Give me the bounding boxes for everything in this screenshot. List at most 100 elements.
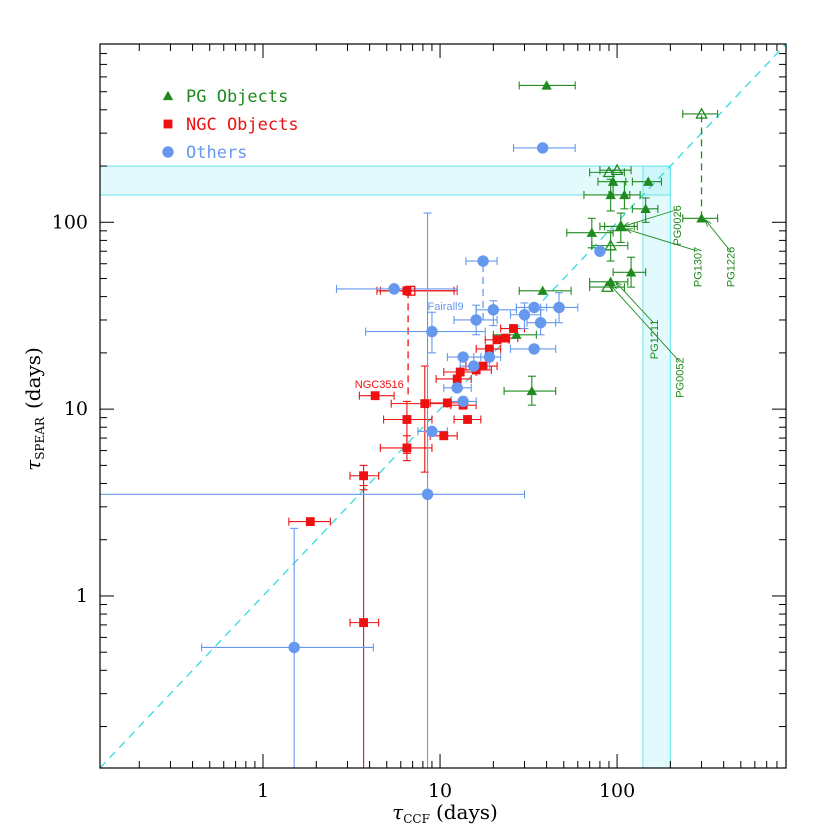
y-tick-label: 10 [64,398,88,420]
pg-triangle-marker [537,285,548,295]
ngc-open-square-marker [405,285,416,296]
ngc-square-marker [439,431,449,441]
y-axis-unit: (days) [21,347,45,409]
annotation-arrowhead [621,221,631,228]
others-circle-marker [483,351,496,363]
others-circle-marker [487,304,500,316]
others-circle-marker [528,343,540,355]
others-circle-marker [468,360,480,372]
others-circle-marker [388,283,400,295]
annotation-arrow-line [610,284,681,363]
y-axis-symbol: τ [21,459,45,471]
pg-triangle-marker [162,90,174,101]
ngc-square-marker [420,399,430,409]
x-axis-unit: (days) [436,800,498,824]
y-tick-label: 1 [76,585,88,607]
y-axis-subscript: SPEAR [33,416,47,460]
pg-open-triangle-marker [602,165,616,178]
legend-label-pg: PG Objects [186,87,288,107]
x-tick-label: 1 [257,780,269,802]
pg-open-triangle-marker [604,239,617,251]
pg-triangle-marker [586,227,598,237]
pg-triangle-marker [625,267,637,277]
annotation-arrow-line [615,281,655,324]
tick-labels: 1 10 100 1 10 100 [52,211,635,802]
shaded-band-horizontal [99,165,671,196]
ngc-square-marker [501,333,511,343]
ngc-square-marker [442,398,452,408]
ngc-square-marker [305,517,315,527]
pg-triangle-marker [511,329,522,339]
annotation-arrowhead [614,280,622,289]
pg-triangle-marker [619,189,630,200]
dashed-links [407,113,703,395]
shaded-bands [99,165,671,769]
ngc-square-marker [163,119,173,129]
annotation-fairall9: Fairall9 [428,301,464,313]
legend-label-others: Others [186,143,247,163]
ngc-square-marker [492,335,502,345]
ngc-square-marker [455,367,465,377]
data-points [288,80,708,654]
x-axis-subscript: CCF [403,812,430,826]
annotation-arrow-line [625,228,698,252]
pg-triangle-marker [696,213,707,223]
pg-open-triangle-marker [600,280,614,292]
annotation-arrowhead [704,218,712,227]
others-circle-marker [536,142,549,154]
others-circle-marker [162,146,174,158]
others-circle-marker [594,245,606,257]
legend-label-ngc: NGC Objects [186,115,299,135]
ngc-square-marker [402,415,412,424]
others-circle-marker [534,317,547,329]
others-circle-marker [426,425,438,438]
others-circle-marker [470,314,482,326]
x-tick-label: 100 [599,780,635,802]
pg-triangle-marker [607,176,619,186]
pg-triangle-marker [541,80,552,90]
annotation-pg0026: PG0026 [672,205,684,245]
ngc-square-marker [402,443,412,453]
ngc-square-marker [359,471,369,481]
others-circle-marker [518,309,531,321]
annotation-pg1211: PG1211 [649,320,661,360]
x-axis-symbol: τ [392,800,404,824]
annotation-arrow-line [622,209,678,227]
pg-triangle-marker [526,385,538,396]
pg-open-triangle-marker [695,107,708,119]
ngc-square-marker [359,618,369,628]
annotation-arrow-line [704,219,731,252]
annotation-ngc3516: NGC3516 [355,379,404,391]
others-circle-marker [457,351,469,363]
annotation-pg0052: PG0052 [675,357,687,397]
ngc-square-marker [484,344,494,354]
one-to-one-line [99,43,787,769]
ngc-square-marker [463,415,472,424]
others-circle-marker [528,301,540,314]
y-axis-label: τSPEAR (days) [21,347,47,471]
pg-triangle-marker [640,203,651,214]
others-circle-marker [457,395,469,408]
others-circle-marker [553,301,565,314]
x-axis-label: τCCF (days) [392,800,498,826]
others-circle-marker [288,641,300,654]
annotation-arrowhead [624,228,633,234]
annotation-pg1307: PG1307 [693,247,705,287]
plot-frame [99,43,787,769]
pg-open-triangle-marker [610,163,624,176]
annotation-pg1226: PG1226 [725,247,737,287]
pg-triangle-marker [605,189,616,200]
ngc-square-marker [509,324,518,333]
pg-triangle-marker [615,221,627,231]
one-to-one-reference-line [99,43,787,769]
annotation-arrowhead [609,284,618,292]
pg-triangle-marker [643,176,654,186]
ngc-square-marker [452,374,462,384]
x-tick-label: 10 [428,780,452,802]
others-circle-marker [477,255,489,267]
y-tick-label: 100 [52,211,88,233]
ngc-square-marker [478,361,488,371]
others-circle-marker [421,488,434,501]
